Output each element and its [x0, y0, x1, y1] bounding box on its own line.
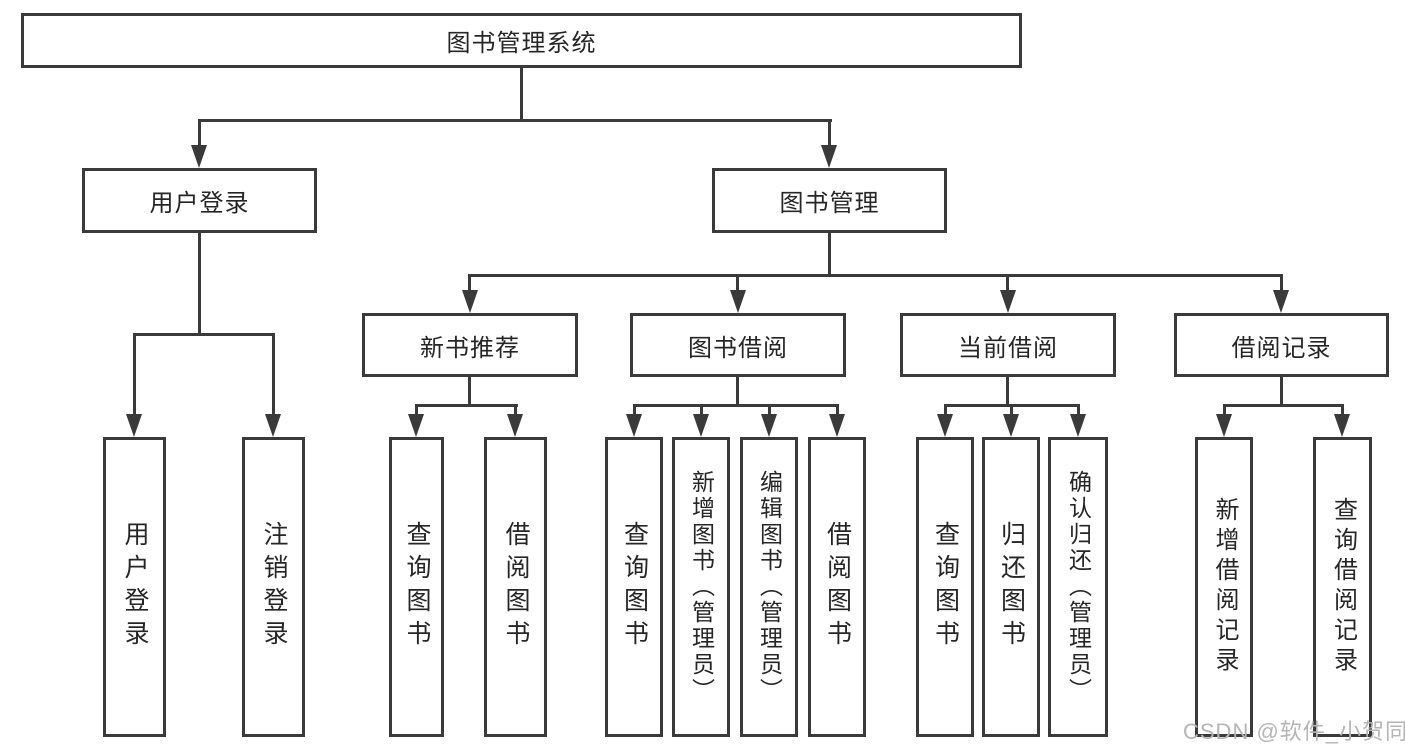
arrowhead-leaf-user-login — [126, 414, 142, 437]
leaf-edit-book-admin-label: 编辑图书（管理员） — [756, 470, 783, 704]
connector-root-stem — [520, 68, 523, 120]
connector-borrow-drop — [736, 274, 739, 293]
connector-leaf-borrow2-drop — [836, 404, 839, 418]
connector-leaf-add-record-drop — [1223, 404, 1226, 418]
leaf-logout-label: 注销登录 — [260, 521, 288, 653]
connector-leaf-confirm-return-drop — [1077, 404, 1080, 418]
connector-user-login-drop — [198, 119, 201, 150]
leaf-user-login-label: 用户登录 — [121, 521, 149, 653]
arrowhead-leaf-query-record — [1334, 414, 1350, 437]
connector-records-stem — [1280, 377, 1283, 407]
leaf-query-borrow-record-label: 查询借阅记录 — [1329, 497, 1357, 677]
arrowhead-leaf-query2 — [626, 414, 642, 437]
connector-recommend-rail — [415, 404, 518, 407]
connector-level3-rail — [469, 274, 1283, 277]
node-book-borrow-label: 图书借阅 — [688, 334, 788, 362]
connector-leaf-query3-drop — [944, 404, 947, 418]
node-current-borrow-label: 当前借阅 — [958, 334, 1058, 362]
node-current-borrow: 当前借阅 — [900, 313, 1116, 377]
leaf-add-book-admin: 新增图书（管理员） — [672, 437, 730, 737]
arrowhead-leaf-borrow2 — [829, 414, 845, 437]
leaf-return-book-label: 归还图书 — [997, 521, 1026, 653]
connector-user-login-stem — [198, 233, 201, 336]
leaf-query-book-1: 查询图书 — [389, 437, 444, 737]
arrowhead-current — [1000, 290, 1016, 313]
leaf-borrow-book-2: 借阅图书 — [808, 437, 866, 737]
leaf-borrow-book-2-label: 借阅图书 — [823, 521, 852, 653]
node-root: 图书管理系统 — [21, 13, 1022, 68]
arrowhead-book-management — [821, 145, 837, 168]
arrowhead-leaf-add-book — [693, 414, 709, 437]
arrowhead-borrow — [730, 290, 746, 313]
arrowhead-leaf-confirm-return — [1070, 414, 1086, 437]
connector-records-rail — [1223, 404, 1344, 407]
connector-leaf-query-record-drop — [1341, 404, 1344, 418]
connector-borrow-rail — [633, 404, 839, 407]
leaf-query-borrow-record: 查询借阅记录 — [1313, 437, 1372, 737]
connector-leaf-edit-book-drop — [768, 404, 771, 418]
leaf-confirm-return-admin-label: 确认归还（管理员） — [1065, 470, 1092, 704]
connector-records-drop — [1280, 274, 1283, 293]
leaf-query-book-2: 查询图书 — [605, 437, 663, 737]
arrowhead-user-login — [191, 145, 207, 168]
connector-user-login-rail — [133, 333, 275, 336]
leaf-confirm-return-admin: 确认归还（管理员） — [1048, 437, 1108, 737]
arrowhead-records — [1273, 290, 1289, 313]
arrowhead-recommend — [462, 290, 478, 313]
node-user-login-label: 用户登录 — [149, 190, 250, 217]
connector-leaf-query1-drop — [415, 404, 418, 418]
leaf-query-book-1-label: 查询图书 — [403, 521, 431, 653]
arrowhead-leaf-borrow1 — [507, 414, 523, 437]
arrowhead-leaf-logout — [265, 414, 281, 437]
leaf-query-book-2-label: 查询图书 — [620, 521, 649, 653]
node-user-login: 用户登录 — [82, 168, 317, 233]
connector-recommend-drop — [468, 274, 471, 293]
node-new-book-recommend-label: 新书推荐 — [420, 334, 520, 362]
node-book-management: 图书管理 — [712, 168, 947, 233]
leaf-edit-book-admin: 编辑图书（管理员） — [740, 437, 798, 737]
connector-leaf-return-drop — [1010, 404, 1013, 418]
leaf-add-borrow-record: 新增借阅记录 — [1195, 437, 1253, 737]
arrowhead-leaf-add-record — [1216, 414, 1232, 437]
connector-leaf-query2-drop — [633, 404, 636, 418]
arrowhead-leaf-return — [1003, 414, 1019, 437]
csdn-watermark: CSDN @软件_小贺同学 — [1183, 719, 1405, 744]
connector-book-management-stem — [828, 233, 831, 277]
leaf-query-book-3: 查询图书 — [916, 437, 974, 737]
leaf-query-book-3-label: 查询图书 — [931, 521, 960, 653]
arrowhead-leaf-query3 — [937, 414, 953, 437]
arrowhead-leaf-query1 — [408, 414, 424, 437]
connector-leaf-add-book-drop — [700, 404, 703, 418]
node-borrow-records: 借阅记录 — [1174, 313, 1389, 377]
connector-root-rail — [198, 119, 832, 122]
connector-recommend-stem — [468, 377, 471, 407]
connector-leaf-borrow1-drop — [514, 404, 517, 418]
connector-leaf-user-login-drop — [133, 333, 136, 418]
node-borrow-records-label: 借阅记录 — [1231, 334, 1332, 362]
connector-current-drop — [1006, 274, 1009, 293]
connector-leaf-logout-drop — [272, 333, 275, 418]
leaf-add-borrow-record-label: 新增借阅记录 — [1211, 497, 1238, 677]
leaf-return-book: 归还图书 — [982, 437, 1040, 737]
node-book-management-label: 图书管理 — [779, 190, 880, 217]
connector-book-management-drop — [828, 119, 831, 150]
node-root-label: 图书管理系统 — [446, 30, 597, 57]
arrowhead-leaf-edit-book — [761, 414, 777, 437]
connector-current-stem — [1006, 377, 1009, 407]
leaf-borrow-book-1-label: 借阅图书 — [502, 521, 530, 653]
leaf-add-book-admin-label: 新增图书（管理员） — [688, 470, 715, 704]
node-new-book-recommend: 新书推荐 — [362, 313, 578, 377]
leaf-borrow-book-1: 借阅图书 — [484, 437, 547, 737]
leaf-logout: 注销登录 — [242, 437, 305, 737]
node-book-borrow: 图书借阅 — [630, 313, 846, 377]
connector-borrow-stem — [736, 377, 739, 407]
leaf-user-login: 用户登录 — [103, 437, 166, 737]
